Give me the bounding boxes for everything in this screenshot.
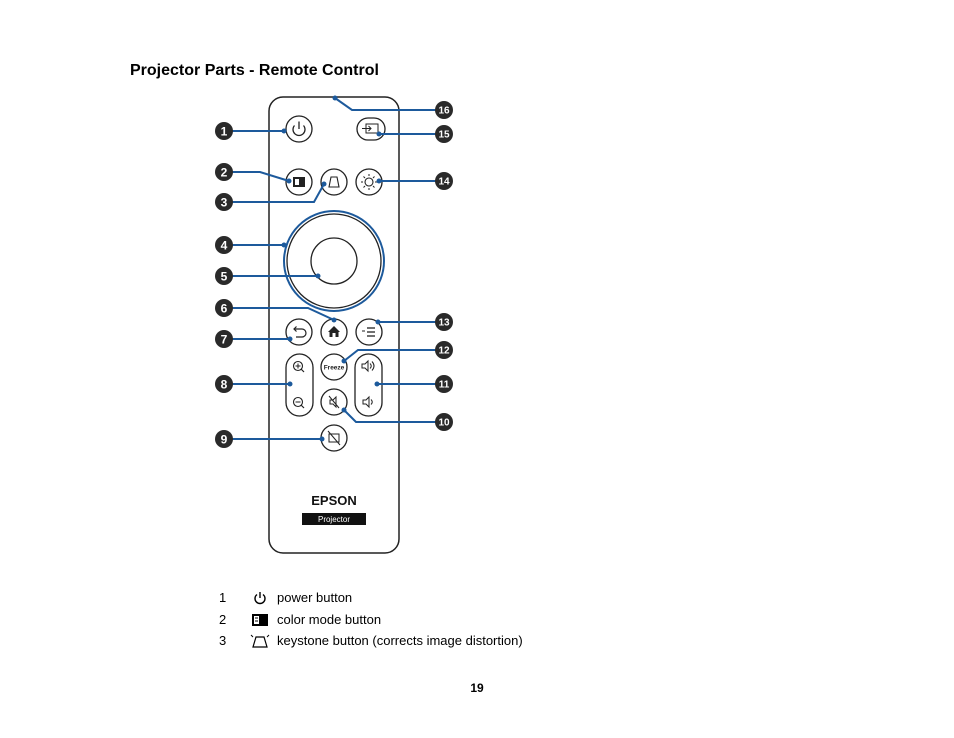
color-mode-icon xyxy=(293,177,305,187)
legend-number: 1 xyxy=(219,590,227,605)
callout-dots xyxy=(281,95,382,442)
svg-text:5: 5 xyxy=(221,270,228,284)
callout-9: 9 xyxy=(215,430,233,448)
freeze-label: Freeze xyxy=(324,365,345,372)
color-mode-button[interactable] xyxy=(285,168,313,196)
power-icon xyxy=(292,121,306,137)
svg-text:7: 7 xyxy=(221,333,228,347)
callout-11: 11 xyxy=(435,375,453,393)
menu-list-icon xyxy=(362,327,375,337)
freeze-button[interactable]: Freeze xyxy=(320,353,348,381)
power-button[interactable] xyxy=(285,115,313,143)
callout-1: 1 xyxy=(215,122,233,140)
power-icon xyxy=(249,591,271,605)
projector-label: Projector xyxy=(318,515,350,524)
svg-text:1: 1 xyxy=(221,125,228,139)
callout-4: 4 xyxy=(215,236,233,254)
volume-down-icon xyxy=(362,395,373,409)
navigation-ring-highlight xyxy=(283,210,385,312)
back-button[interactable] xyxy=(285,318,313,346)
callout-6: 6 xyxy=(215,299,233,317)
svg-text:12: 12 xyxy=(438,346,450,357)
av-mute-icon xyxy=(327,430,341,446)
svg-text:9: 9 xyxy=(221,433,228,447)
back-arrow-icon xyxy=(293,326,307,338)
source-icon xyxy=(362,123,379,134)
callout-2: 2 xyxy=(215,163,233,181)
page-title: Projector Parts - Remote Control xyxy=(130,62,379,79)
callout-12: 12 xyxy=(435,341,453,359)
brightness-button[interactable] xyxy=(355,168,383,196)
legend-item: 1 power button xyxy=(219,590,352,605)
svg-text:16: 16 xyxy=(438,106,450,117)
mute-button[interactable] xyxy=(320,388,348,416)
volume-rocker[interactable] xyxy=(354,353,383,417)
av-mute-button[interactable] xyxy=(320,424,348,452)
svg-text:11: 11 xyxy=(439,380,450,391)
callout-16: 16 xyxy=(435,101,453,119)
svg-text:15: 15 xyxy=(438,130,450,141)
svg-text:4: 4 xyxy=(221,239,228,253)
remote-control-diagram: Freeze EPSON Projector xyxy=(215,95,453,554)
legend-text: keystone button (corrects image distorti… xyxy=(277,633,523,648)
source-search-button[interactable] xyxy=(356,117,386,141)
brightness-icon xyxy=(361,174,377,190)
legend-number: 2 xyxy=(219,612,227,627)
zoom-in-icon xyxy=(292,360,305,373)
epson-logo: EPSON xyxy=(311,493,357,508)
legend-text: power button xyxy=(277,590,353,605)
callout-7: 7 xyxy=(215,330,233,348)
callout-10: 10 xyxy=(435,413,453,431)
callout-8: 8 xyxy=(215,375,233,393)
callout-13: 13 xyxy=(435,313,453,331)
svg-text:8: 8 xyxy=(221,378,228,392)
legend-text: color mode button xyxy=(277,612,382,627)
mute-icon xyxy=(328,395,340,409)
color-mode-icon xyxy=(249,613,271,627)
volume-up-icon xyxy=(361,359,375,373)
menu-button[interactable] xyxy=(355,318,383,346)
legend-item: 2 color mode button xyxy=(219,612,381,627)
svg-text:2: 2 xyxy=(221,166,228,180)
enter-button[interactable] xyxy=(310,237,358,285)
svg-text:6: 6 xyxy=(221,302,228,316)
home-icon xyxy=(328,326,340,337)
zoom-out-icon xyxy=(292,396,305,409)
keystone-icon xyxy=(328,176,340,188)
svg-text:10: 10 xyxy=(438,418,450,429)
legend-item: 3 keystone button (corrects image distor… xyxy=(219,633,523,648)
callout-3: 3 xyxy=(215,193,233,211)
keystone-button[interactable] xyxy=(320,168,348,196)
svg-text:13: 13 xyxy=(438,318,450,329)
page-number: 19 xyxy=(470,681,484,695)
callout-5: 5 xyxy=(215,267,233,285)
callout-lines xyxy=(232,97,436,440)
callout-14: 14 xyxy=(435,172,453,190)
callout-15: 15 xyxy=(435,125,453,143)
legend-number: 3 xyxy=(219,633,227,648)
svg-text:14: 14 xyxy=(438,177,450,188)
home-button[interactable] xyxy=(320,318,348,346)
projector-label-box xyxy=(302,513,366,525)
svg-text:3: 3 xyxy=(221,196,228,210)
keystone-icon xyxy=(249,634,271,648)
